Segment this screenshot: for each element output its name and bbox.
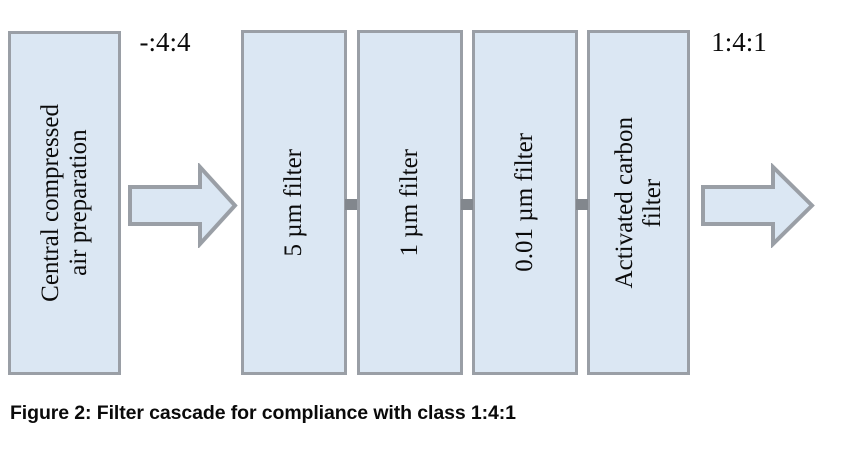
- filter-label-1um: 1 µm filter: [396, 148, 423, 257]
- inlet-arrow-label: -:4:4: [139, 27, 191, 57]
- connector-1: [345, 199, 357, 210]
- filter-box-1um: 1 µm filter: [357, 30, 463, 375]
- connector-3: [576, 199, 588, 210]
- figure-caption: Figure 2: Filter cascade for compliance …: [10, 402, 516, 424]
- filter-box-activated-carbon: Activated carbon filter: [587, 30, 690, 375]
- central-air-preparation-box: Central compressed air preparation: [8, 31, 121, 375]
- filter-label-001um: 0.01 µm filter: [511, 133, 538, 272]
- filter-box-5um: 5 µm filter: [241, 30, 347, 375]
- filter-box-001um: 0.01 µm filter: [472, 30, 578, 375]
- outlet-arrow: [701, 163, 815, 248]
- outlet-arrow-label: 1:4:1: [711, 27, 767, 57]
- filter-label-5um: 5 µm filter: [280, 148, 307, 257]
- inlet-arrow: [128, 163, 238, 248]
- connector-2: [461, 199, 473, 210]
- filter-label-activated-carbon: Activated carbon filter: [610, 116, 666, 289]
- central-air-preparation-label: Central compressed air preparation: [36, 104, 92, 302]
